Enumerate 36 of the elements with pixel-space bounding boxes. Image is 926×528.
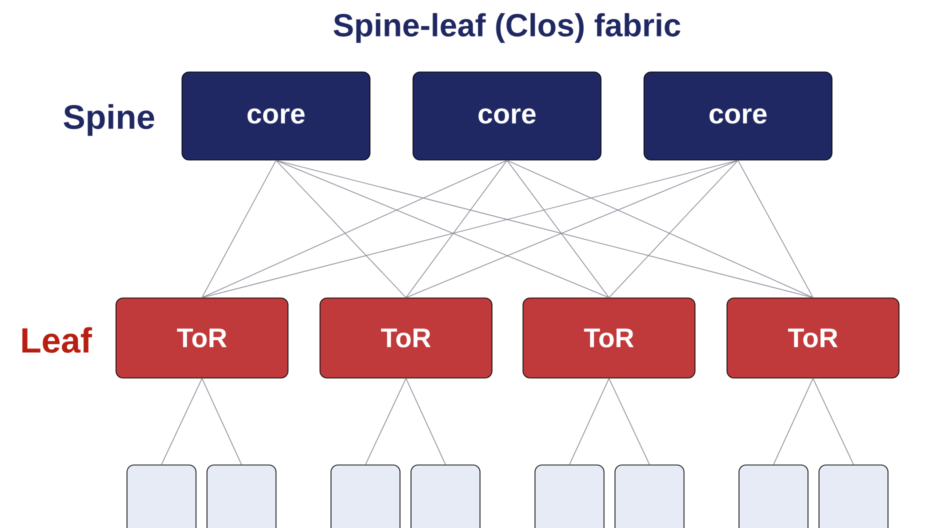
server-box xyxy=(614,464,684,528)
connection-line xyxy=(202,378,242,465)
connection-line xyxy=(202,160,738,298)
spine-switch-box: core xyxy=(182,72,370,160)
server-box xyxy=(330,464,400,528)
server-box xyxy=(534,464,604,528)
tor-switch-box: ToR xyxy=(320,298,492,378)
connection-line xyxy=(161,378,202,465)
connection-line xyxy=(506,160,814,298)
tor-switch-box: ToR xyxy=(116,298,288,378)
server-box xyxy=(410,464,480,528)
connection-line xyxy=(202,160,276,298)
connection-line xyxy=(773,378,814,465)
server-box xyxy=(818,464,888,528)
connection-line xyxy=(276,160,610,298)
title: Spine-leaf (Clos) fabric xyxy=(334,13,680,43)
connection-line xyxy=(406,378,446,465)
connection-line xyxy=(406,160,508,298)
connection-line xyxy=(276,160,406,298)
connection-line xyxy=(365,378,406,465)
connection-line xyxy=(506,160,610,298)
connection-line xyxy=(608,378,650,465)
connection-line xyxy=(608,160,738,298)
server-box xyxy=(126,464,196,528)
connection-line xyxy=(276,160,814,298)
connection-line xyxy=(812,378,854,465)
spine-switch-box: core xyxy=(412,72,602,160)
tor-switch-box: ToR xyxy=(726,298,900,378)
server-box xyxy=(738,464,808,528)
connection-line xyxy=(738,160,814,298)
server-box xyxy=(206,464,276,528)
spine-switch-box: core xyxy=(644,72,832,160)
connection-line xyxy=(406,160,738,298)
connection-line xyxy=(202,160,508,298)
tor-switch-box: ToR xyxy=(522,298,696,378)
connection-line xyxy=(569,378,610,465)
